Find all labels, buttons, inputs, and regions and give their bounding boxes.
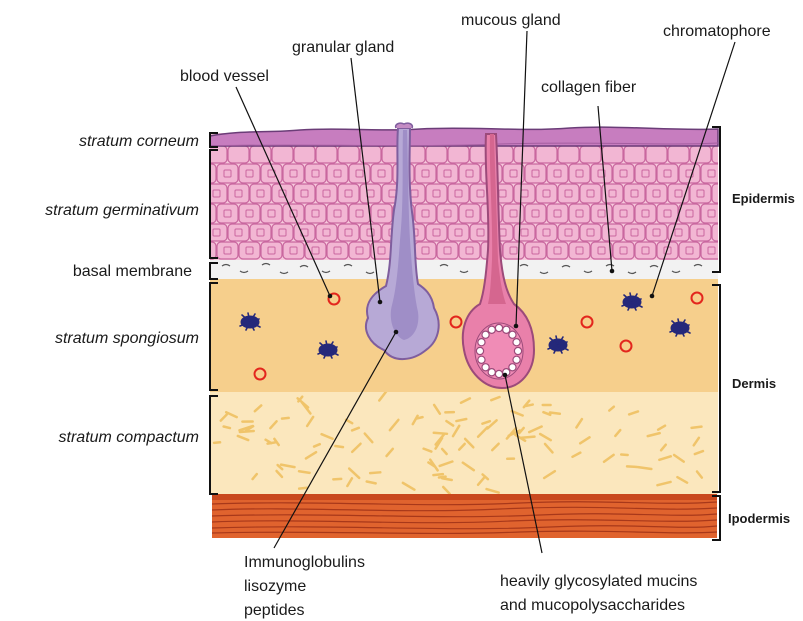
collagen-fiber-label: collagen fiber [541, 79, 637, 96]
basal-membrane-label: basal membrane [73, 263, 192, 280]
stratum-corneum-band [210, 127, 718, 146]
ipodermis-label: Ipodermis [728, 511, 790, 526]
mucous-gland-label: mucous gland [461, 12, 561, 29]
stratum-compactum-layer [210, 391, 718, 494]
stratum-germinativum-label: stratum germinativum [45, 202, 199, 219]
stratum-compactum-label: stratum compactum [59, 429, 199, 446]
ipodermis-layer [212, 494, 717, 538]
chromatophore-label: chromatophore [663, 23, 771, 40]
basal-membrane-layer [210, 258, 718, 279]
lisozyme-label: lisozyme [244, 578, 306, 595]
dermis-label: Dermis [732, 376, 776, 391]
peptides-label: peptides [244, 602, 305, 619]
granular-gland-label: granular gland [292, 39, 394, 56]
immunoglobulins-label: Immunoglobulins [244, 554, 365, 571]
stratum-corneum-label: stratum corneum [79, 133, 199, 150]
stratum-spongiosum-label: stratum spongiosum [55, 330, 199, 347]
epidermal-cells [195, 146, 733, 259]
mucins-label: heavily glycosylated mucins [500, 573, 697, 590]
epidermis-label: Epidermis [732, 191, 795, 206]
blood-vessel-label: blood vessel [180, 68, 269, 85]
mucopolysaccharides-label: and mucopolysaccharides [500, 597, 685, 614]
epidermis-layer [195, 133, 733, 260]
